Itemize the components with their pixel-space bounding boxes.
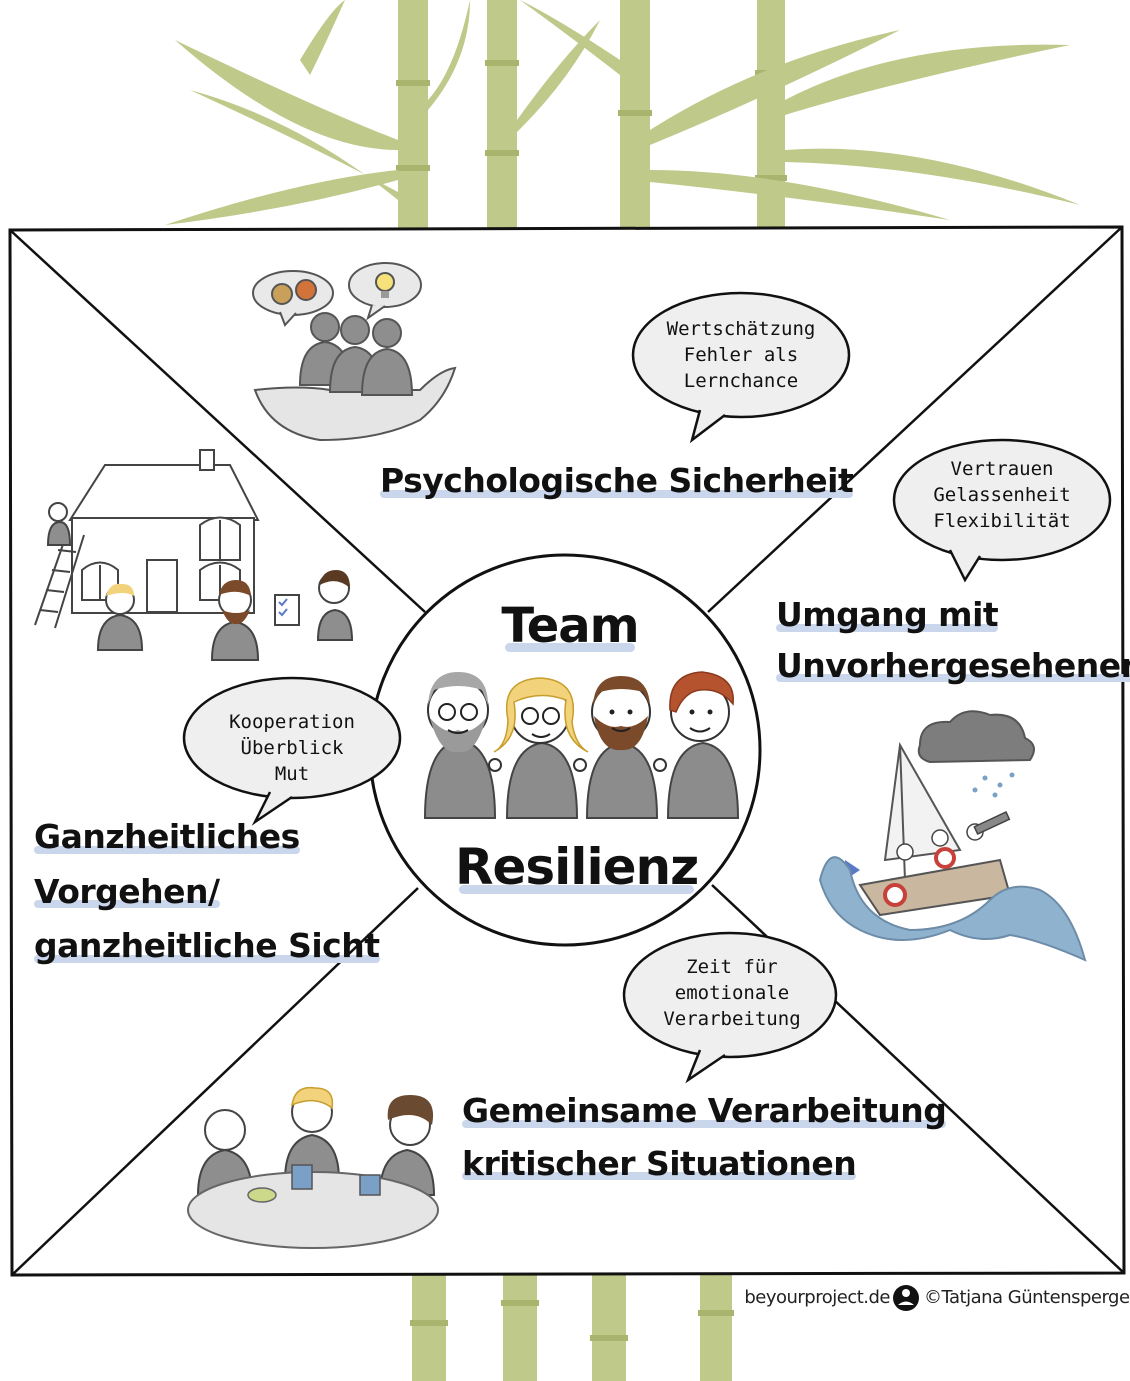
diagonal-lines [9,226,1125,1276]
bubble-bottom-line-1: Zeit für [686,956,778,978]
heading-right: Umgang mit Unvorhergesehenem [776,595,1130,684]
bubble-bottom-line-2: emotionale [674,982,790,1004]
bubble-right-line-1: Vertrauen [950,458,1054,480]
bubble-left-line-2: Überblick [240,737,344,759]
bubble-top-line-3: Lernchance [683,370,799,392]
bubble-bottom-text: Zeit für emotionale Verarbeitung [632,954,832,1032]
bubble-left-line-3: Mut [274,763,310,785]
house-building-icon [34,449,354,661]
bubble-right [892,438,1112,583]
heading-bottom-line-1: Gemeinsame Verarbeitung [462,1091,947,1130]
bubble-top-line-2: Fehler als [683,344,799,366]
team-figures [423,671,740,819]
credit-author: ©Tatjana Güntensperger [924,1287,1130,1308]
heading-right-line-2: Unvorhergesehenem [776,648,1130,684]
bubble-bottom [622,931,838,1084]
center-title-resilienz: Resilienz [455,838,699,896]
heading-left-line-1: Ganzheitliches [34,817,300,856]
heading-bottom-line-2: kritischer Situationen [462,1143,857,1183]
storm-boat-icon [818,710,1087,962]
team-table-icon [187,1086,439,1249]
bubble-left [182,676,402,826]
heading-top: Psychologische Sicherheit [380,461,854,500]
heading-right-line-1: Umgang mit [776,595,999,634]
heading-top-line-1: Psychologische Sicherheit [380,461,854,500]
bubble-right-text: Vertrauen Gelassenheit Flexibilität [902,456,1102,534]
heading-bottom: Gemeinsame Verarbeitung kritischer Situa… [462,1091,947,1183]
bubble-bottom-line-3: Verarbeitung [663,1008,801,1030]
heading-left-line-3: ganzheitliche Sicht [34,926,380,966]
bubble-right-line-3: Flexibilität [933,510,1071,532]
hand-with-team-icon [252,262,457,442]
bamboo-background [165,0,1080,1381]
bubble-top-text: Wertschätzung Fehler als Lernchance [641,316,841,394]
credit-site: beyourproject.de [744,1287,890,1308]
bubble-left-line-1: Kooperation [229,711,355,733]
center-title-team: Team [501,598,639,654]
bubble-top-line-1: Wertschätzung [666,318,816,340]
heading-left-line-2: Vorgehen/ [34,871,220,911]
bubble-left-text: Kooperation Überblick Mut [192,709,392,787]
bubble-top [631,291,851,444]
heading-left: Ganzheitliches Vorgehen/ ganzheitliche S… [34,817,380,966]
author-logo-icon [893,1285,919,1311]
bubble-right-line-2: Gelassenheit [933,484,1071,506]
